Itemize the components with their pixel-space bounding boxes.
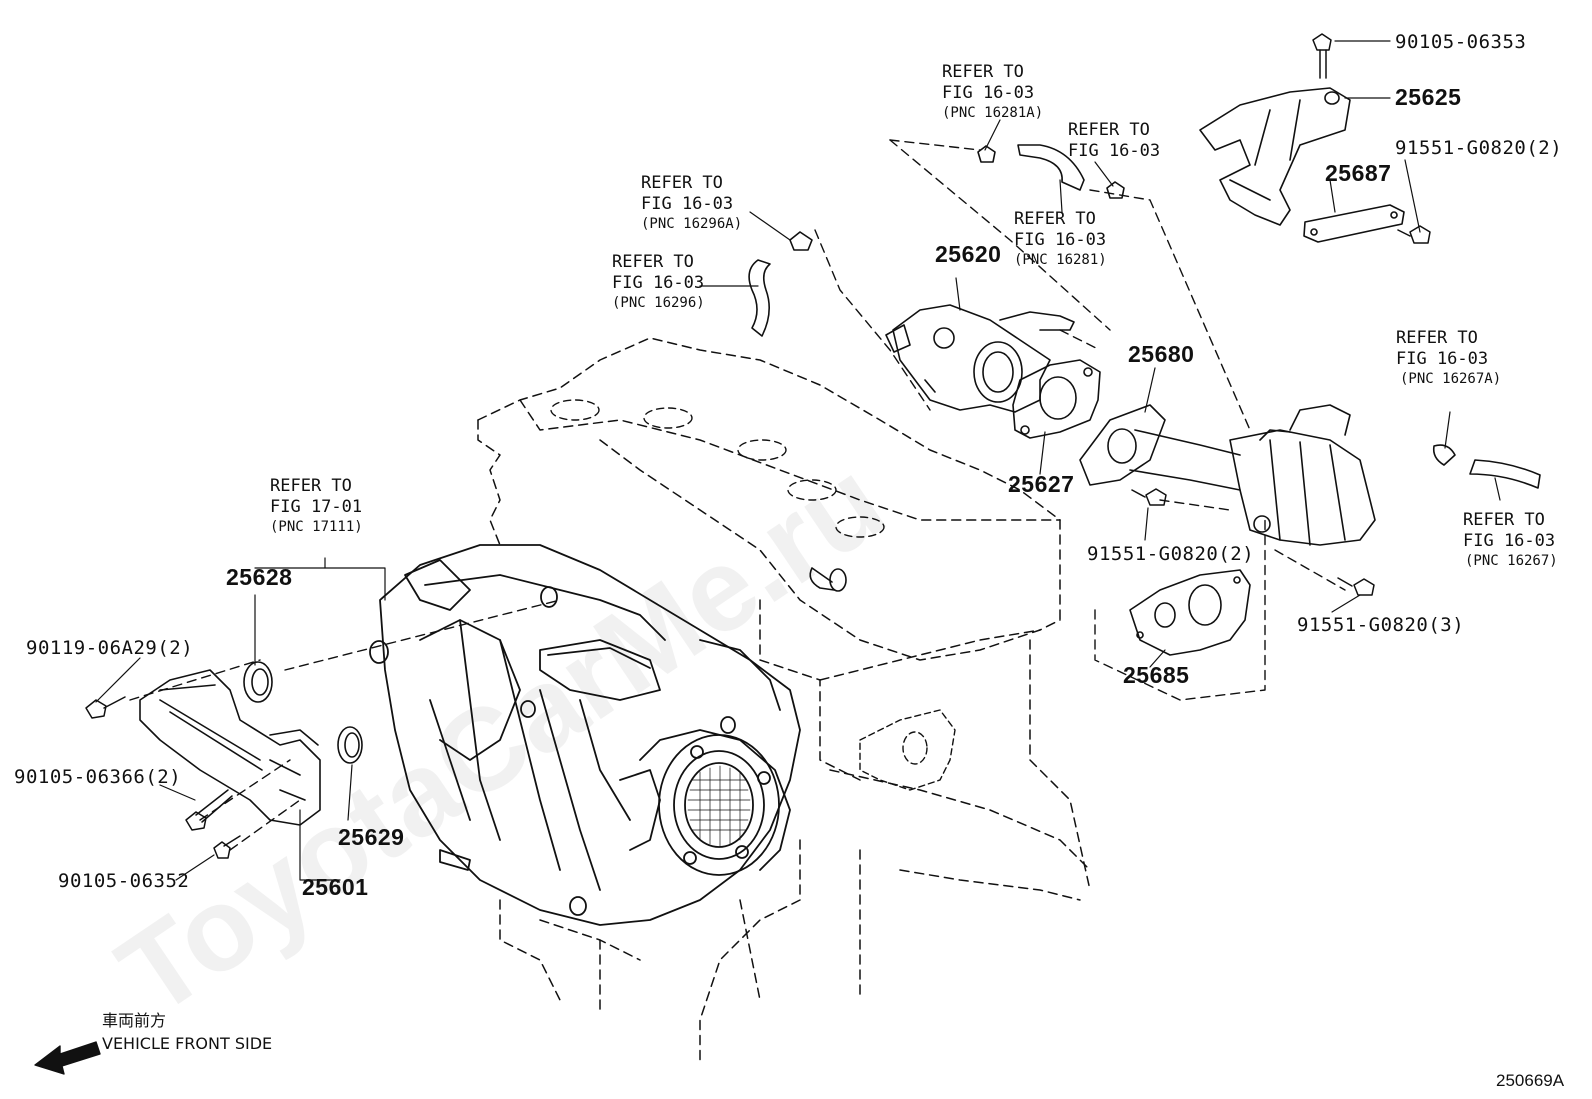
exhaust-port-flange [859,709,956,791]
ref-c-line2: FIG 16-03 [641,194,734,214]
part-label-25628: 25628 [226,564,293,590]
intake-manifold [369,544,801,926]
egr-valve-25620 [885,304,1075,413]
hoses-and-clamps [748,144,1541,489]
ref-b-line1: REFER TO [1068,120,1150,140]
bracket-25625 [1199,87,1351,226]
bolt-top-right [1397,225,1431,244]
plate-25687 [1303,204,1405,243]
ref-g-line1: REFER TO [1463,510,1545,530]
front-label-en: VEHICLE FRONT SIDE [102,1034,273,1053]
part-label-91551-g0820-right: 91551-G0820(3) [1297,614,1465,636]
ref-b-line2: FIG 16-03 [1068,141,1161,161]
ref-a-line2: FIG 16-03 [942,83,1035,103]
dashed-leaders [129,139,1346,851]
throttle-mesh [687,765,751,847]
ref-h-line2: FIG 17-01 [270,497,363,517]
part-label-25687: 25687 [1325,160,1392,186]
bolts-egr [1131,488,1375,596]
ref-d-pnc: (PNC 16296) [612,295,705,311]
cam-cover-circles [550,399,885,538]
bolts-left [85,696,241,859]
ref-e-pnc: (PNC 16281) [1014,252,1107,268]
ref-f-line2: FIG 16-03 [1396,349,1489,369]
part-label-90119-06a29: 90119-06A29(2) [26,637,194,659]
gasket-25685 [1129,569,1251,656]
front-arrow [34,1041,101,1075]
ref-c-line1: REFER TO [641,173,723,193]
part-label-91551-g0820-top: 91551-G0820(2) [1395,137,1563,159]
part-label-25680: 25680 [1128,341,1195,367]
ref-a-line1: REFER TO [942,62,1024,82]
ref-h-line1: REFER TO [270,476,352,496]
ref-a-pnc: (PNC 16281A) [942,105,1044,121]
ref-f-pnc: (PNC 16267A) [1400,371,1502,387]
seal-25629 [337,726,363,764]
engine-block-outline [477,337,1091,1061]
part-label-25601: 25601 [302,874,369,900]
part-label-90105-06352: 90105-06352 [58,870,190,892]
ref-g-line2: FIG 16-03 [1463,531,1556,551]
ref-f-line1: REFER TO [1396,328,1478,348]
part-label-25627: 25627 [1008,471,1075,497]
gasket-25627 [1012,359,1101,439]
part-label-90105-06366: 90105-06366(2) [14,766,182,788]
ref-d-line2: FIG 16-03 [612,273,705,293]
diagram-code: 250669A [1496,1071,1565,1090]
ref-e-line2: FIG 16-03 [1014,230,1107,250]
part-label-90105-06353: 90105-06353 [1395,31,1527,53]
gasket-25628 [243,661,273,703]
egr-cooler [1229,404,1376,546]
leader-lines [95,40,1501,881]
part-label-25625: 25625 [1395,84,1462,110]
ref-d-line1: REFER TO [612,252,694,272]
part-label-25629: 25629 [338,824,405,850]
sensor-bracket [139,669,321,826]
ref-e-line1: REFER TO [1014,209,1096,229]
egr-pipe-25680 [1079,404,1241,491]
ref-g-pnc: (PNC 16267) [1465,553,1558,569]
bolt-90105-06353 [1312,33,1332,79]
part-label-25620: 25620 [935,241,1002,267]
engine-outlet-pipe [809,567,847,592]
ref-c-pnc: (PNC 16296A) [641,216,743,232]
front-label-jp: 車両前方 [102,1011,167,1030]
ref-h-pnc: (PNC 17111) [270,519,363,535]
part-label-91551-g0820-mid: 91551-G0820(2) [1087,543,1255,565]
part-label-25685: 25685 [1123,662,1190,688]
